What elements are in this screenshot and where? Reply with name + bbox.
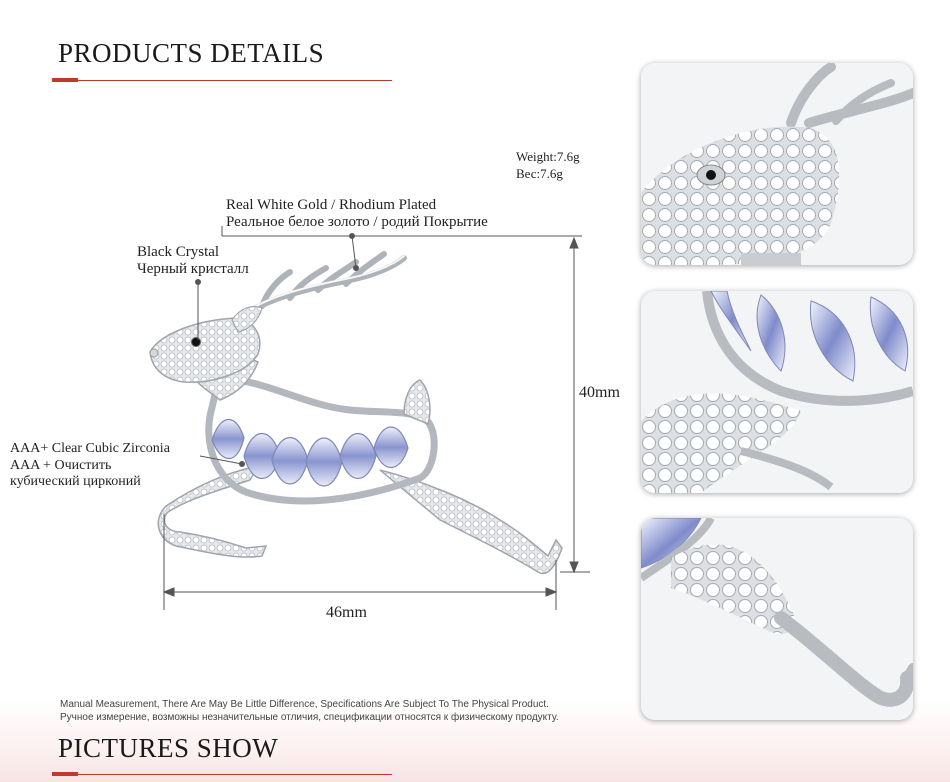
heading-underline (52, 80, 392, 81)
crystal-label-ru: Черный кристалл (137, 261, 249, 277)
dimension-lines (162, 236, 590, 610)
antlers (235, 251, 407, 323)
measurement-note-ru: Ручное измерение, возможны незначительны… (60, 712, 559, 723)
detail-photo-leg (641, 518, 913, 720)
zirconia-label-ru2: кубический цирконий (10, 474, 141, 489)
detail-photo-gems (641, 291, 913, 493)
front-leg (157, 464, 268, 558)
marquise-gems (211, 418, 409, 487)
deer-brooch-illustration (149, 226, 590, 610)
heading-underline-bottom (52, 774, 392, 775)
body-frame (205, 376, 438, 505)
tail (403, 379, 431, 426)
weight-en: Weight:7.6g (516, 149, 580, 164)
plating-label-ru: Реальное белое золото / родий Покрытие (226, 214, 488, 230)
ear (231, 305, 263, 333)
pictures-show-heading: PICTURES SHOW (58, 733, 279, 763)
zirconia-label-ru1: AAA + Очистить (10, 458, 112, 473)
width-dimension: 46mm (326, 604, 367, 621)
measurement-note-en: Manual Measurement, There Are May Be Lit… (60, 699, 549, 710)
black-crystal-eye (191, 337, 201, 347)
detail-photo-head (641, 63, 913, 265)
height-dimension: 40mm (579, 384, 620, 401)
plating-label-en: Real White Gold / Rhodium Plated (226, 197, 437, 213)
crystal-label-en: Black Crystal (137, 244, 220, 260)
products-details-heading: PRODUCTS DETAILS (58, 38, 325, 68)
zirconia-label-en: AAA+ Clear Cubic Zirconia (10, 441, 170, 456)
weight-ru: Вес:7.6g (516, 166, 563, 181)
heading-accent-bottom (52, 772, 78, 776)
heading-accent (52, 78, 78, 82)
back-leg (379, 469, 563, 575)
callout-lines (195, 226, 582, 467)
head (149, 317, 261, 383)
